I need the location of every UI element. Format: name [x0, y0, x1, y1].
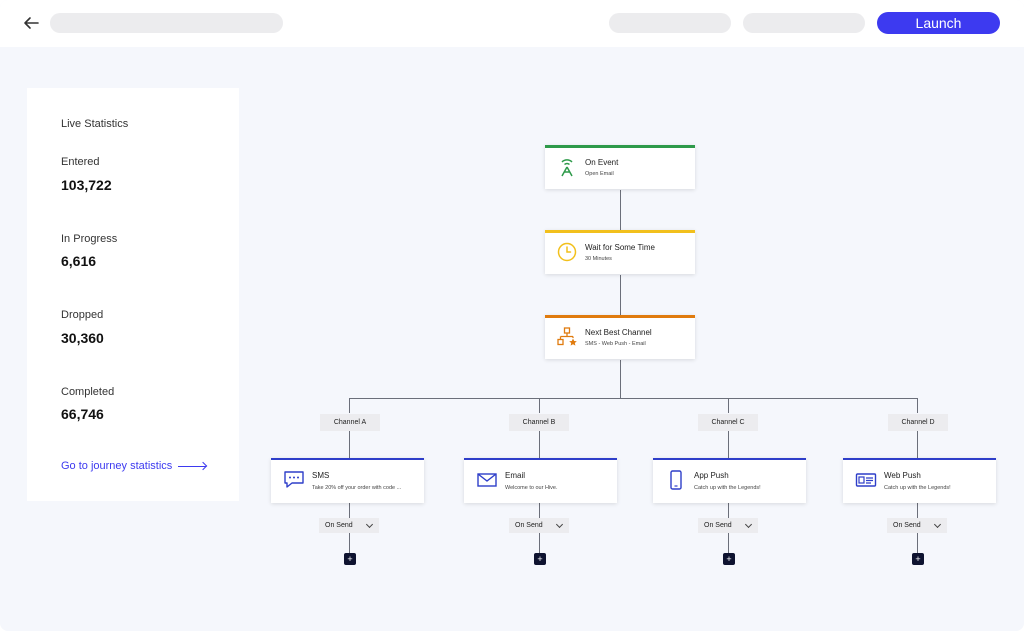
node-status-bar: [545, 230, 695, 233]
connector-line: [539, 503, 540, 518]
journey-statistics-link-label: Go to journey statistics: [61, 460, 173, 472]
on-send-dropdown-b[interactable]: On Send: [509, 518, 569, 533]
node-title: App Push: [694, 471, 729, 480]
envelope-icon: [476, 470, 498, 490]
add-step-button-a[interactable]: +: [344, 553, 356, 565]
stat-completed-label: Completed: [61, 386, 115, 398]
connector-line: [620, 190, 621, 230]
on-send-label: On Send: [515, 522, 543, 529]
top-bar: Launch: [0, 0, 1024, 47]
web-push-node[interactable]: Web Push Catch up with the Legends!: [843, 458, 996, 503]
chevron-down-icon: [933, 520, 942, 529]
node-status-bar: [271, 458, 424, 460]
add-step-button-c[interactable]: +: [723, 553, 735, 565]
connector-line: [620, 275, 621, 315]
stat-entered-label: Entered: [61, 156, 100, 168]
add-step-button-d[interactable]: +: [912, 553, 924, 565]
connector-line: [620, 360, 621, 398]
connector-line: [539, 398, 540, 413]
connector-line: [917, 431, 918, 458]
connector-line: [349, 533, 350, 553]
connector-line: [349, 398, 350, 413]
chevron-down-icon: [365, 520, 374, 529]
node-subtitle: Open Email: [585, 171, 614, 177]
node-status-bar: [843, 458, 996, 460]
stat-in-progress-value: 6,616: [61, 253, 97, 269]
on-send-dropdown-a[interactable]: On Send: [319, 518, 379, 533]
live-statistics-panel: Live Statistics Entered 103,722 In Progr…: [27, 88, 239, 501]
on-send-label: On Send: [704, 522, 732, 529]
node-title: SMS: [312, 471, 330, 480]
next-best-channel-node[interactable]: Next Best Channel SMS - Web Push - Email: [545, 315, 695, 359]
launch-button[interactable]: Launch: [877, 12, 1000, 34]
node-subtitle: Catch up with the Legends!: [884, 485, 951, 491]
mobile-phone-icon: [665, 470, 687, 490]
stat-entered-value: 103,722: [61, 177, 112, 193]
node-status-bar: [464, 458, 617, 460]
arrow-right-icon: [178, 465, 207, 467]
stat-in-progress-label: In Progress: [61, 233, 118, 245]
journey-statistics-link[interactable]: Go to journey statistics: [61, 460, 207, 472]
on-send-dropdown-c[interactable]: On Send: [698, 518, 758, 533]
connector-line: [349, 503, 350, 518]
connector-line: [917, 398, 918, 413]
stats-title: Live Statistics: [61, 118, 129, 130]
node-title: Web Push: [884, 471, 921, 480]
wait-node[interactable]: Wait for Some Time 30 Minutes: [545, 230, 695, 274]
channel-d-label: Channel D: [888, 414, 948, 431]
node-subtitle: 30 Minutes: [585, 256, 612, 262]
add-step-button-b[interactable]: +: [534, 553, 546, 565]
stat-completed-value: 66,746: [61, 406, 104, 422]
connector-line: [728, 398, 729, 413]
node-subtitle: Catch up with the Legends!: [694, 485, 761, 491]
on-send-label: On Send: [325, 522, 353, 529]
back-arrow-icon[interactable]: [20, 12, 44, 34]
chat-bubble-icon: [283, 470, 305, 490]
stat-dropped-value: 30,360: [61, 330, 104, 346]
node-status-bar: [653, 458, 806, 460]
on-event-node[interactable]: On Event Open Email: [545, 145, 695, 189]
email-node[interactable]: Email Welcome to our Hive.: [464, 458, 617, 503]
channel-a-label: Channel A: [320, 414, 380, 431]
app-push-node[interactable]: App Push Catch up with the Legends!: [653, 458, 806, 503]
toolbar-button-placeholder-1[interactable]: [609, 13, 731, 33]
connector-line: [917, 533, 918, 553]
node-title: Email: [505, 471, 526, 480]
clock-icon: [557, 242, 577, 262]
connector-line: [349, 431, 350, 458]
chevron-down-icon: [555, 520, 564, 529]
antenna-icon: [557, 157, 577, 177]
stat-dropped-label: Dropped: [61, 309, 104, 321]
toolbar-button-placeholder-2[interactable]: [743, 13, 865, 33]
connector-line: [728, 503, 729, 518]
node-subtitle: SMS - Web Push - Email: [585, 341, 646, 347]
connector-line: [728, 431, 729, 458]
node-subtitle: Take 20% off your order with code ...: [312, 485, 402, 491]
connector-line: [539, 431, 540, 458]
node-status-bar: [545, 315, 695, 318]
on-send-label: On Send: [893, 522, 921, 529]
journey-name-placeholder: [50, 13, 283, 33]
sms-node[interactable]: SMS Take 20% off your order with code ..…: [271, 458, 424, 503]
connector-line: [728, 533, 729, 553]
branch-line: [349, 398, 918, 399]
on-send-dropdown-d[interactable]: On Send: [887, 518, 947, 533]
channel-c-label: Channel C: [698, 414, 758, 431]
chevron-down-icon: [744, 520, 753, 529]
connector-line: [917, 503, 918, 518]
browser-card-icon: [855, 470, 877, 490]
node-title: On Event: [585, 158, 619, 167]
node-title: Wait for Some Time: [585, 243, 655, 252]
node-subtitle: Welcome to our Hive.: [505, 485, 558, 491]
connector-line: [539, 533, 540, 553]
node-status-bar: [545, 145, 695, 148]
channel-b-label: Channel B: [509, 414, 569, 431]
hierarchy-star-icon: [557, 327, 577, 347]
node-title: Next Best Channel: [585, 328, 652, 337]
